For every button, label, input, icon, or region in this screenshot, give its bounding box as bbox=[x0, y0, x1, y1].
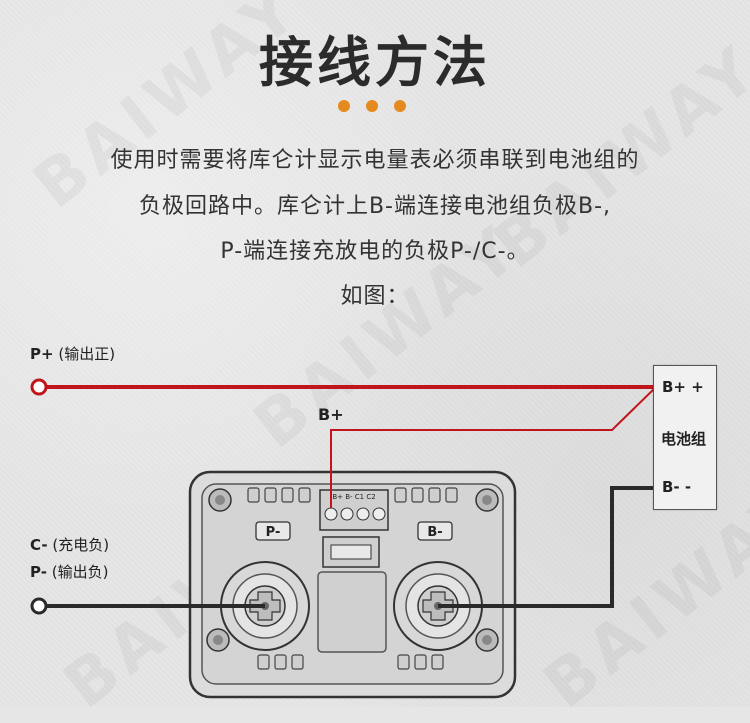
coulomb-meter: B+ B- C1 C2 P- B- bbox=[188, 470, 517, 699]
p-plus-note: (输出正) bbox=[58, 345, 116, 363]
page-title: 接线方法 bbox=[259, 31, 491, 94]
accent-dot bbox=[366, 100, 378, 112]
svg-text:P-: P- bbox=[266, 525, 281, 540]
screw-icon bbox=[475, 488, 499, 512]
screw-icon bbox=[475, 628, 499, 652]
c-minus-label: C- (充电负) bbox=[30, 534, 109, 555]
positive-wire bbox=[46, 385, 657, 508]
svg-text:B-: B- bbox=[427, 525, 442, 540]
battery-name: 电池组 bbox=[661, 430, 707, 448]
c-minus-note: (充电负) bbox=[52, 536, 110, 554]
p-minus-terminal-icon bbox=[30, 597, 48, 615]
p-plus-label: P+ (输出正) bbox=[30, 343, 115, 364]
p-plus-terminal-icon bbox=[30, 378, 48, 396]
c-minus-code: C- bbox=[30, 536, 48, 554]
negative-wire bbox=[46, 486, 656, 608]
connector-port bbox=[322, 536, 380, 568]
p-plus-code: P+ bbox=[30, 345, 54, 363]
p-minus-code: P- bbox=[30, 563, 47, 581]
title-dots bbox=[338, 100, 406, 112]
terminal-labels: B+ B- C1 C2 bbox=[332, 493, 375, 501]
description-line: 负极回路中。库仑计上B-端连接电池组负极B-, bbox=[138, 194, 612, 219]
battery-b-minus-label: B- - bbox=[662, 478, 692, 496]
b-plus-wire-label: B+ bbox=[318, 405, 344, 424]
p-minus-note: (输出负) bbox=[51, 563, 109, 581]
description-line: 如图： bbox=[340, 284, 410, 309]
description-line: P-端连接充放电的负极P-/C-。 bbox=[220, 239, 530, 264]
description-line: 使用时需要将库仑计显示电量表必须串联到电池组的 bbox=[110, 148, 640, 173]
b-minus-badge: B- bbox=[417, 521, 453, 541]
accent-dot bbox=[338, 100, 350, 112]
screw-icon bbox=[208, 488, 232, 512]
p-minus-label: P- (输出负) bbox=[30, 561, 108, 582]
accent-dot bbox=[394, 100, 406, 112]
battery-pack bbox=[653, 365, 717, 510]
battery-b-plus-label: B+ + bbox=[662, 378, 704, 396]
screw-icon bbox=[206, 628, 230, 652]
p-minus-badge: P- bbox=[255, 521, 291, 541]
wiring-diagram: B+ B- C1 C2 P- B- bbox=[30, 378, 657, 699]
